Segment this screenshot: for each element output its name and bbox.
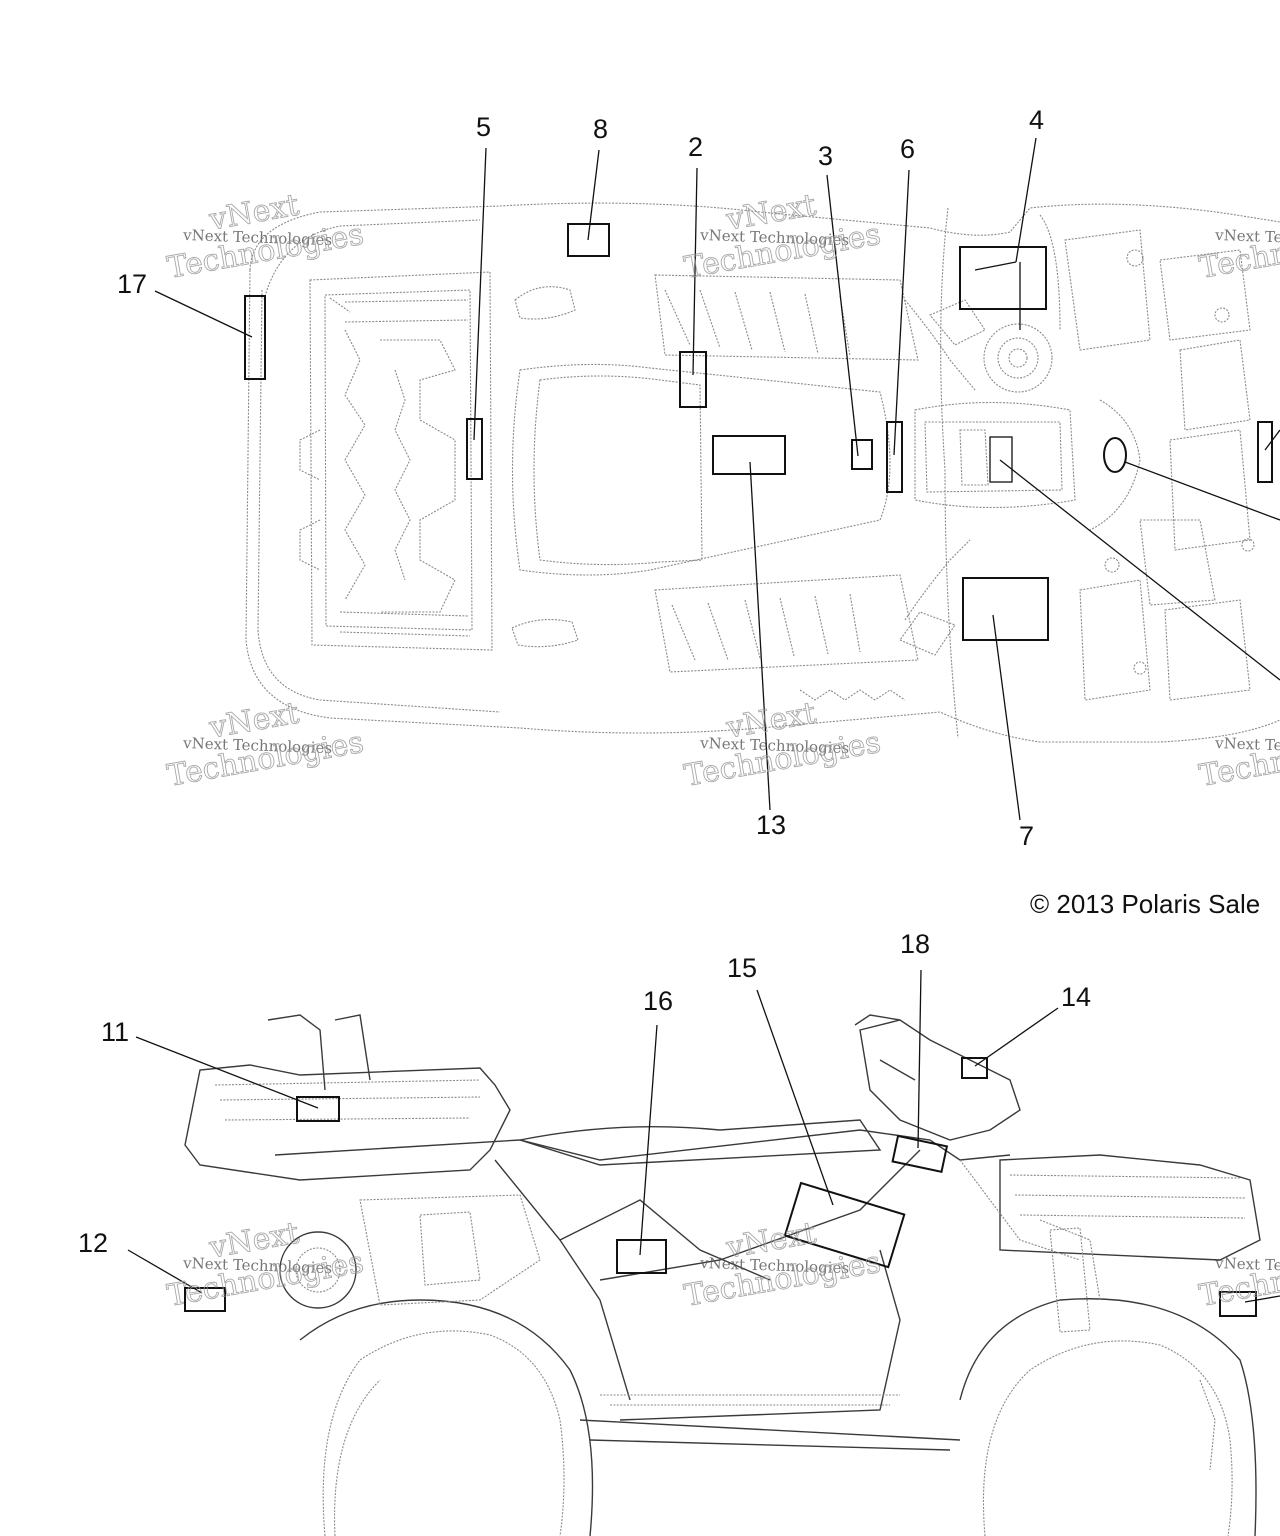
callout-2: 2 bbox=[688, 132, 703, 162]
callout-16: 16 bbox=[643, 986, 673, 1016]
callout-17: 17 bbox=[117, 269, 147, 299]
callout-numbers: 17 5 8 2 3 6 4 13 7 18 15 16 14 11 12 bbox=[78, 105, 1091, 1258]
callout-18: 18 bbox=[900, 929, 930, 959]
decal-box-18 bbox=[891, 1134, 949, 1174]
watermark-6-line1: vNext Technologies bbox=[1214, 734, 1280, 757]
watermark-4: vNext Technologies Technologies vNext bbox=[164, 695, 367, 794]
watermark-2-line1: vNext Technologies bbox=[699, 226, 850, 249]
watermark-1-line1: vNext Technologies bbox=[182, 226, 333, 249]
decal-box-17 bbox=[244, 295, 266, 380]
decal-box-3 bbox=[851, 439, 873, 470]
decal-box-14 bbox=[961, 1057, 988, 1079]
side-view-atv bbox=[184, 1014, 1261, 1536]
watermark-1: vNext Technologies Technologies vNext bbox=[164, 187, 367, 286]
callout-6: 6 bbox=[900, 134, 915, 164]
decal-box-6 bbox=[886, 421, 903, 493]
callout-14: 14 bbox=[1061, 982, 1091, 1012]
decal-box-11 bbox=[296, 1096, 340, 1122]
decal-box-8 bbox=[567, 223, 610, 257]
watermark-8: vNext Technologies Technologies vNext bbox=[681, 1215, 884, 1314]
watermarks: vNext Technologies Technologies vNext vN… bbox=[164, 187, 1280, 1314]
watermark-2: vNext Technologies Technologies vNext bbox=[681, 187, 884, 286]
watermark-7: vNext Technologies Technologies vNext bbox=[164, 1215, 367, 1314]
watermark-6: vNext Technologies Technologies bbox=[1196, 724, 1280, 794]
watermark-4-line1: vNext Technologies bbox=[182, 734, 333, 757]
decal-oval-front bbox=[1103, 437, 1127, 473]
watermark-3: vNext Technologies Technologies bbox=[1196, 216, 1280, 286]
callout-13: 13 bbox=[756, 810, 786, 840]
watermark-3-line1: vNext Technologies bbox=[1214, 226, 1280, 249]
watermark-5: vNext Technologies Technologies vNext bbox=[681, 695, 884, 794]
watermark-5-line1: vNext Technologies bbox=[699, 734, 850, 757]
leader-lines bbox=[127, 137, 1280, 1303]
callout-15: 15 bbox=[727, 953, 757, 983]
decal-box-7 bbox=[962, 577, 1049, 641]
callout-3: 3 bbox=[818, 141, 833, 171]
callout-5: 5 bbox=[476, 112, 491, 142]
decal-box-15 bbox=[783, 1181, 906, 1269]
callout-7: 7 bbox=[1019, 821, 1034, 851]
watermark-9-line1: vNext Technologies bbox=[1214, 1254, 1280, 1277]
decal-box-front-side bbox=[1219, 1291, 1257, 1317]
watermark-8-line1: vNext Technologies bbox=[699, 1254, 850, 1277]
decal-box-front-right bbox=[1257, 421, 1273, 483]
decal-box-16 bbox=[616, 1239, 667, 1274]
decal-box-4 bbox=[959, 246, 1047, 310]
decal-box-12 bbox=[184, 1287, 226, 1312]
decal-box-console bbox=[989, 436, 1013, 483]
watermark-9: vNext Technologies Technologies bbox=[1196, 1244, 1280, 1314]
copyright-notice: © 2013 Polaris Sale bbox=[1030, 889, 1260, 919]
watermark-7-line1: vNext Technologies bbox=[182, 1254, 333, 1277]
callout-4: 4 bbox=[1029, 105, 1044, 135]
decal-box-13 bbox=[712, 435, 786, 475]
top-view-atv bbox=[245, 202, 1280, 743]
callout-12: 12 bbox=[78, 1228, 108, 1258]
decal-boxes bbox=[184, 223, 1273, 1317]
callout-11: 11 bbox=[101, 1017, 129, 1047]
callout-8: 8 bbox=[593, 114, 608, 144]
